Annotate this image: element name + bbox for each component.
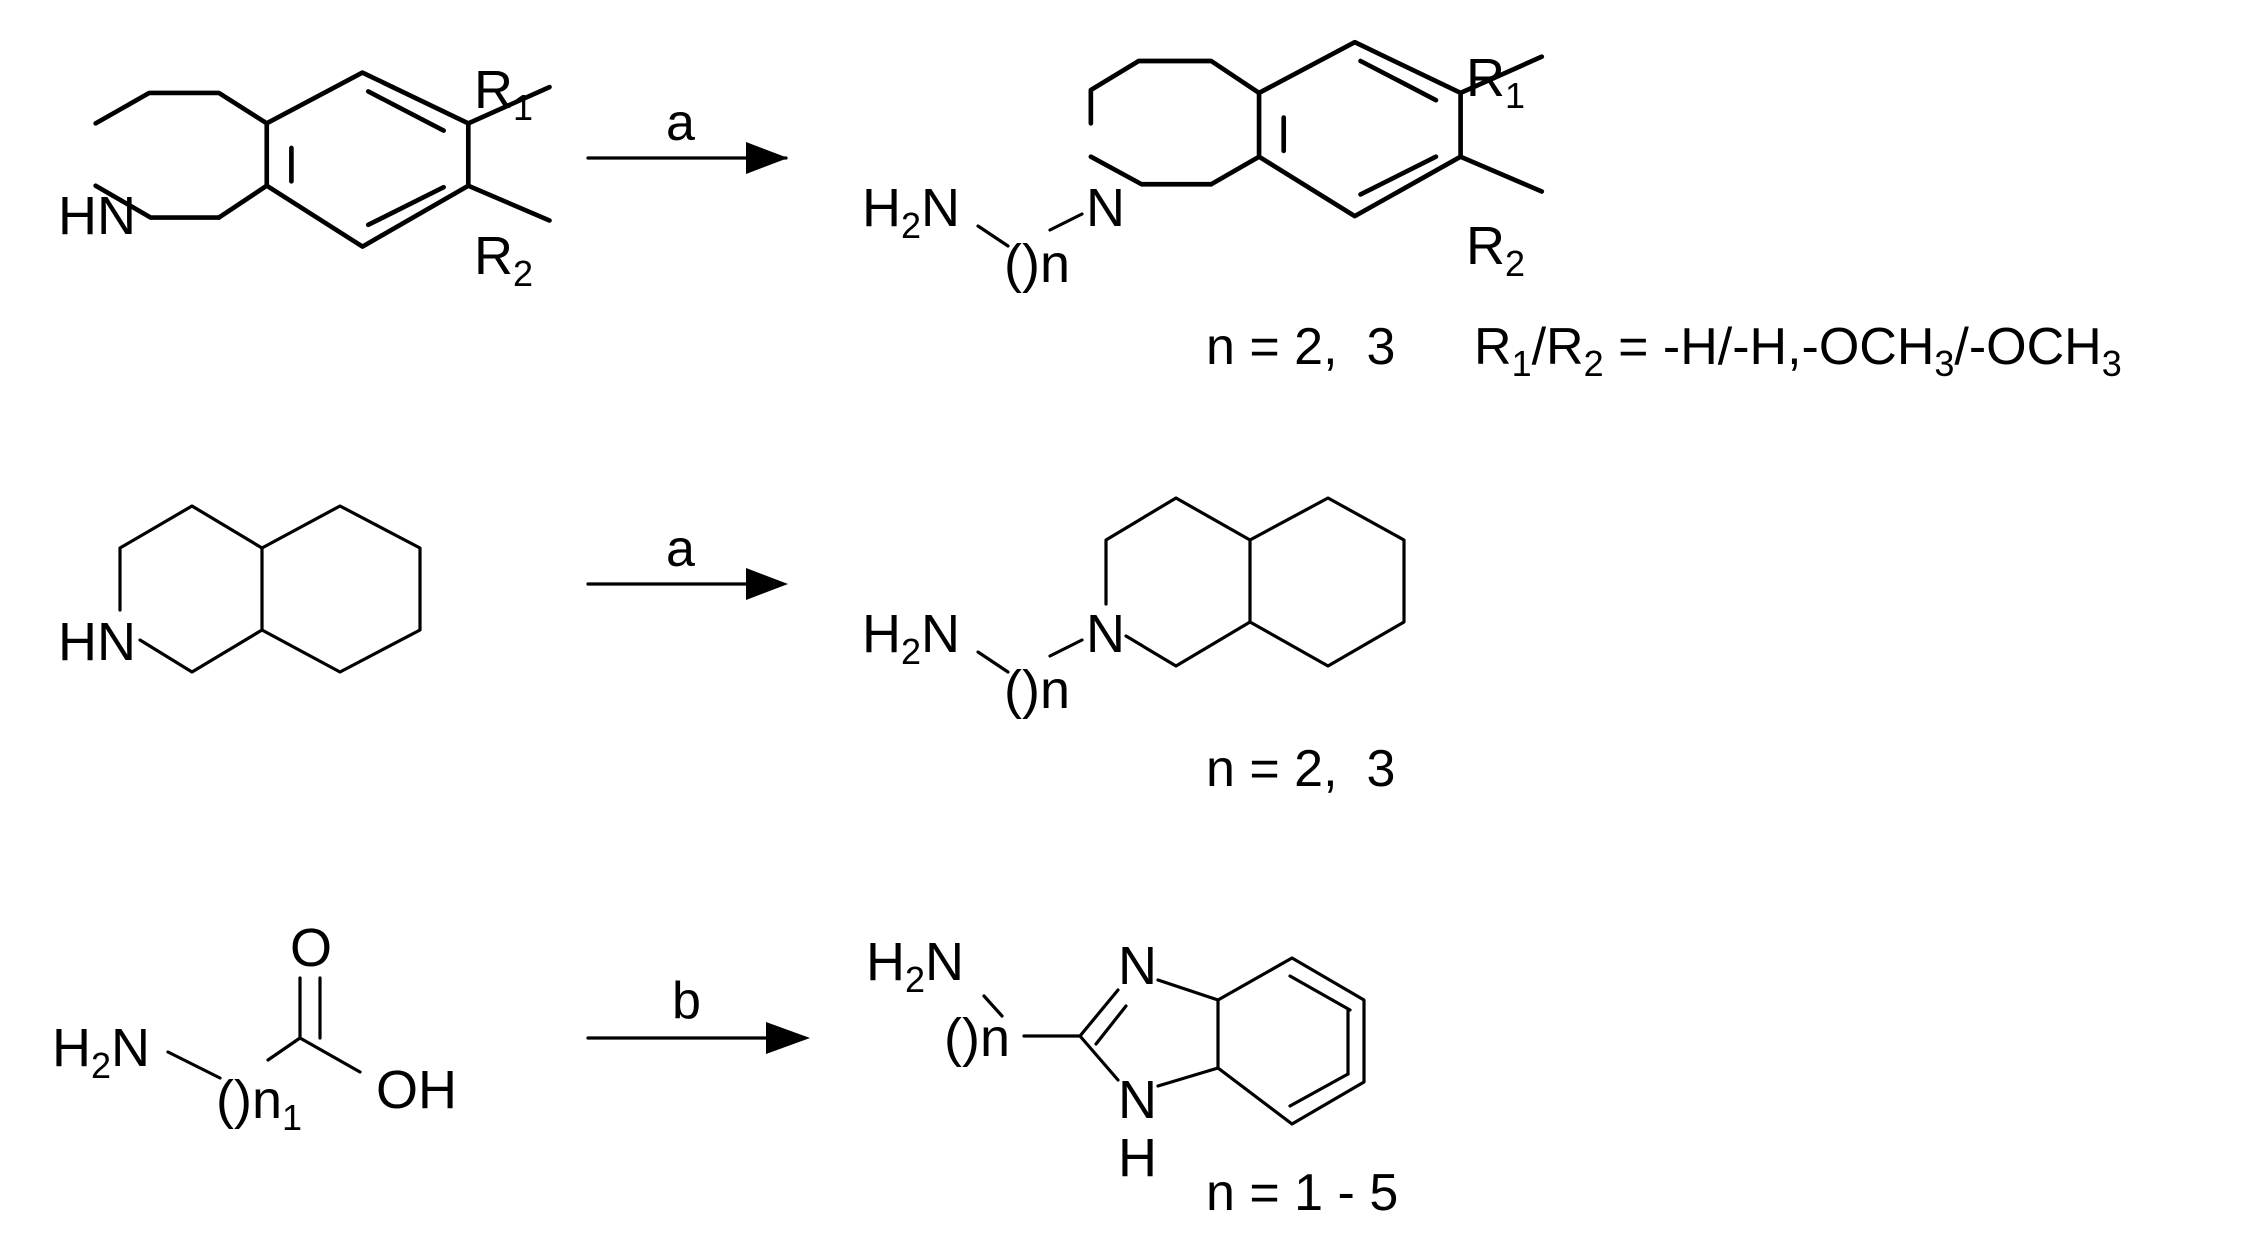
reactant-1-r2-label: R2	[474, 226, 533, 294]
reaction-1-r-caption: R1/R2 = -H/-H,-OCH3/-OCH3	[1474, 318, 2122, 384]
reaction-3-reagent: b	[672, 972, 701, 1030]
reaction-2-arrowhead	[746, 568, 788, 600]
product-2-ring-n-label: N	[1086, 604, 1125, 664]
product-1-r2-label: R2	[1466, 216, 1525, 284]
product-3-nh-n-label: N	[1118, 1070, 1157, 1130]
reactant-3-chain-label: ()n1	[216, 1070, 302, 1138]
product-2-h2n-label: H2N	[862, 604, 960, 672]
product-3-n-imidazole-label: N	[1118, 936, 1157, 996]
reaction-3-n-caption: n = 1 - 5	[1206, 1164, 1398, 1222]
product-3-chain-label: ()n	[944, 1008, 1010, 1068]
reaction-3: H2N ()n1 O OH b H2N ()n N N H	[52, 918, 1398, 1222]
product-1-ring-n-label: N	[1086, 178, 1125, 238]
product-1-chain-bonds	[976, 212, 1084, 248]
reaction-2: HN a H2N ()n N n = 2, 3	[58, 496, 1406, 798]
reactant-1-hn-label: HN	[58, 186, 136, 246]
product-2-ring	[1104, 496, 1406, 668]
product-3-bonds	[982, 956, 1366, 1126]
reactant-3-oh-label: OH	[376, 1060, 457, 1120]
product-1-chain-label: ()n	[1004, 234, 1070, 294]
reactant-decahydroisoquinoline	[118, 504, 422, 674]
reactant-1-r1-label: R1	[474, 60, 533, 128]
product-1-ring	[1088, 39, 1545, 219]
reaction-1-n-caption: n = 2, 3	[1206, 318, 1395, 376]
reactant-tetrahydroisoquinoline	[93, 70, 552, 249]
reactant-3-o-label: O	[290, 918, 332, 978]
product-3-nh-h-label: H	[1118, 1128, 1157, 1188]
reaction-3-arrowhead	[766, 1022, 810, 1054]
reaction-1-arrowhead	[746, 142, 788, 174]
reactant-3-bonds	[166, 976, 362, 1080]
reaction-1: HN R1 R2 a H2N ()n N R1 R2 n = 2, 3 R1/R…	[58, 39, 2122, 384]
product-1-h2n-label: H2N	[862, 178, 960, 246]
product-2-chain-label: ()n	[1004, 660, 1070, 720]
reactant-2-hn-label: HN	[58, 612, 136, 672]
product-2-chain-bonds	[976, 638, 1084, 674]
reaction-2-reagent: a	[666, 520, 695, 578]
product-3-h2n-label: H2N	[866, 932, 964, 1000]
reaction-2-n-caption: n = 2, 3	[1206, 740, 1395, 798]
product-1-r1-label: R1	[1466, 48, 1525, 116]
reactant-3-h2n-label: H2N	[52, 1018, 150, 1086]
reaction-1-reagent: a	[666, 94, 695, 152]
